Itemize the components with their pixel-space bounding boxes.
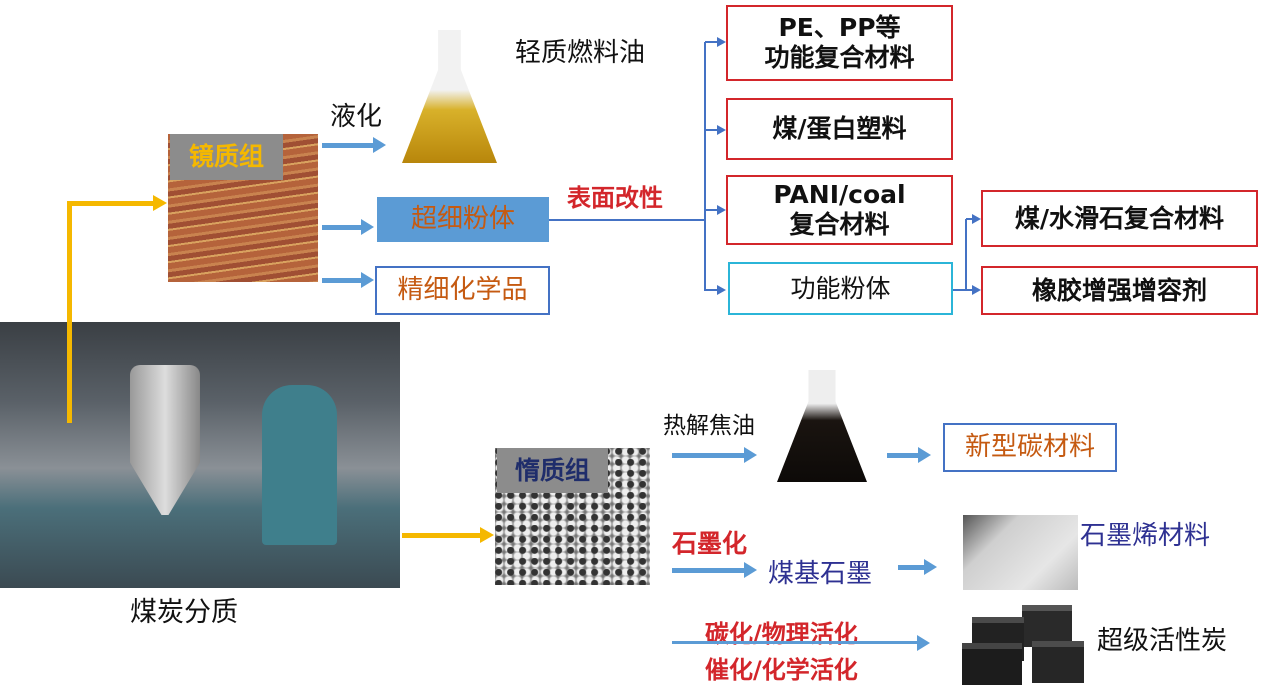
product-line: 功能粉体 [790, 273, 891, 303]
product-line: PE、PP等 [778, 13, 901, 42]
product-box-rubber: 橡胶增强增容剂 [981, 266, 1258, 315]
carbon-block [1032, 641, 1084, 683]
fuel-oil-label: 轻质燃料油 [515, 38, 646, 68]
connector-line [549, 219, 705, 221]
surface-modification-label: 表面改性 [567, 184, 663, 212]
vitrinite-label: 镜质组 [170, 134, 283, 180]
tank-image [262, 385, 337, 545]
arrow [322, 272, 374, 288]
arrow [898, 559, 937, 575]
activated-carbon-image [962, 605, 1085, 685]
new-carbon-box: 新型碳材料 [943, 423, 1117, 472]
factory-photo [0, 322, 400, 588]
arrow [672, 635, 930, 651]
product-line: 复合材料 [789, 210, 890, 239]
arrow [966, 214, 981, 224]
pyrolysis-tar-label: 热解焦油 [663, 413, 755, 439]
arrow [322, 219, 374, 235]
liquefaction-label: 液化 [330, 102, 383, 132]
fuel-oil-flask-image [402, 30, 497, 163]
arrow-head-icon [153, 195, 167, 211]
arrow-head-icon [480, 527, 494, 543]
fine-chemicals-box: 精细化学品 [375, 266, 550, 315]
bracket-line [704, 42, 706, 291]
arrow [705, 285, 726, 295]
yellow-connector [67, 201, 155, 206]
carbon-block [1022, 605, 1072, 647]
product-line: 煤/蛋白塑料 [772, 114, 907, 143]
connector-line [953, 289, 966, 291]
bracket-line [965, 219, 967, 291]
ultrafine-powder-box: 超细粉体 [377, 197, 549, 242]
product-box-hydrotalcite: 煤/水滑石复合材料 [981, 190, 1258, 247]
product-box-protein-plastic: 煤/蛋白塑料 [726, 98, 953, 160]
source-label: 煤炭分质 [130, 597, 238, 628]
arrow [966, 285, 981, 295]
graphene-image [963, 515, 1078, 590]
arrow [672, 447, 757, 463]
arrow [322, 137, 386, 153]
yellow-connector [67, 201, 72, 423]
inertinite-label: 惰质组 [497, 448, 608, 493]
product-box-pe-pp: PE、PP等功能复合材料 [726, 5, 953, 81]
coal-graphite-label: 煤基石墨 [768, 559, 873, 589]
yellow-connector [402, 533, 482, 538]
graphitization-label: 石墨化 [672, 529, 748, 558]
arrow [705, 205, 726, 215]
product-box-functional-powder: 功能粉体 [728, 262, 953, 315]
catalytic-activation-label: 催化/化学活化 [705, 656, 858, 684]
product-line: PANI/coal [773, 180, 906, 209]
activated-carbon-label: 超级活性炭 [1097, 626, 1228, 656]
graphene-label: 石墨烯材料 [1080, 521, 1211, 551]
product-line: 功能复合材料 [764, 43, 915, 72]
arrow [672, 562, 757, 578]
arrow [887, 447, 931, 463]
carbon-block [962, 643, 1022, 685]
arrow [705, 125, 726, 135]
arrow [705, 37, 726, 47]
tar-flask-image [777, 370, 867, 482]
